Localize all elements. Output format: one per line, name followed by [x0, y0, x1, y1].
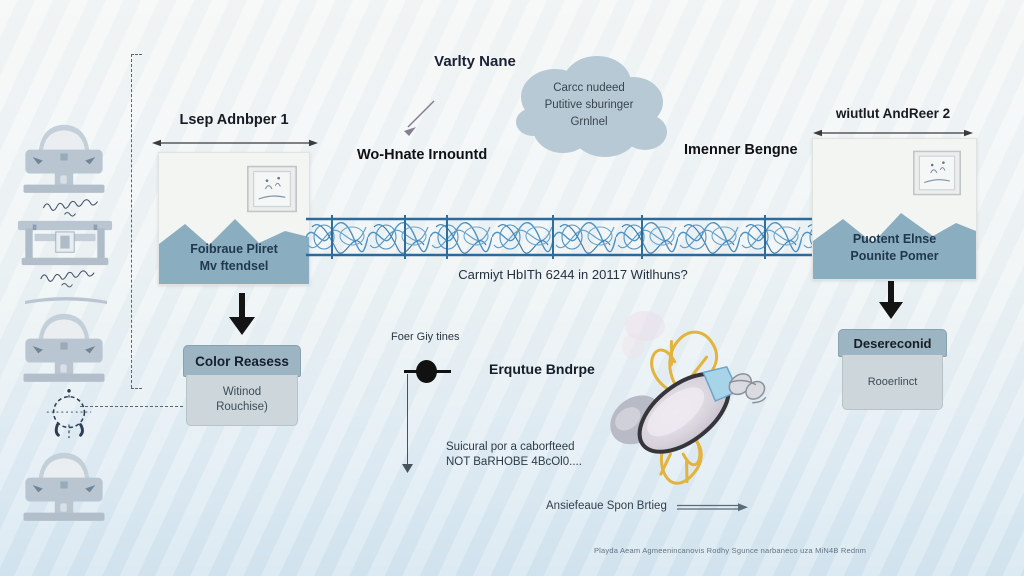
- span-arrow-left: [152, 139, 318, 147]
- cloud-line: Putitive sburinger: [544, 99, 634, 111]
- note-line: Suicural por a caborfteed: [446, 441, 575, 453]
- handwriting-icon: [40, 197, 100, 219]
- framed-sketch-icon: [913, 149, 961, 197]
- timeline-label: Foer Giy tines: [391, 331, 460, 343]
- car-front-icon: [18, 447, 110, 523]
- adapter-right-title: wiutlut AndReer 2: [835, 106, 951, 121]
- adapter-left-title: Lsep Adnbper 1: [179, 112, 289, 128]
- mountain-banner: [813, 213, 976, 279]
- note-line: NOT BaRHOBE 4BcOl0....: [446, 456, 582, 468]
- flow-left-body: Witinod Rouchise): [186, 375, 298, 426]
- timeline-marker-dot: [416, 360, 437, 383]
- mountain-banner: [159, 219, 309, 284]
- timeline-arrowhead-icon: [402, 464, 413, 473]
- adapter-right-banner-text: Puotent Elnse Pounite Pomer: [813, 231, 976, 265]
- adapter-right-side-label: Imenner Bengne: [684, 142, 798, 158]
- framed-sketch-icon: [247, 165, 297, 213]
- flow-left-header-label: Color Reasess: [195, 353, 289, 369]
- banner-line: Foibraue Pliret: [190, 242, 278, 256]
- footer-caption: Playda Aeam Agmeenincanovis Rodhy Sgunce…: [593, 546, 867, 555]
- flow-right-header-label: Desereconid: [853, 335, 932, 351]
- top-subtitle: Wo-Hnate Irnountd: [357, 147, 488, 163]
- flow-left-body-line: Rouchise): [216, 401, 268, 413]
- timeline-vertical-line: [407, 374, 408, 466]
- cloud-icon: [516, 56, 667, 157]
- flow-right-body-line: Rooerlinct: [867, 376, 918, 388]
- down-arrow-icon: [879, 281, 903, 319]
- dashed-connector: [80, 406, 183, 407]
- banner-line: Puotent Elnse: [852, 232, 937, 246]
- pointer-arrow-icon: [404, 100, 435, 136]
- adapter-left-box: Foibraue Pliret Mv ftendsel: [158, 152, 310, 285]
- flow-left-header: Color Reasess: [183, 345, 301, 377]
- cloud-text: Carcc nudeed Putitive sburinger Grnlnel: [505, 80, 673, 131]
- cloud-line: Grnlnel: [570, 116, 608, 128]
- bottom-arrow-label: Ansiefeaue Spon Brtieg: [546, 500, 667, 512]
- dashed-guide-vertical: [131, 54, 132, 388]
- crosshair-target-icon: [46, 388, 92, 439]
- banner-line: Pounite Pomer: [850, 249, 939, 263]
- tangled-strand: [306, 215, 814, 259]
- dashed-guide-bottom-corner: [131, 388, 142, 389]
- cloud-shape: Carcc nudeed Putitive sburinger Grnlnel: [505, 50, 673, 170]
- banner-line: Mv ftendsel: [199, 259, 269, 273]
- long-right-arrow-icon: [677, 503, 748, 512]
- strand-question: Carmiyt HbITh 6244 in 20117 Witlhuns?: [458, 267, 688, 282]
- timeline-title: Erqutue Bndrpe: [489, 361, 595, 377]
- cloud-line: Carcc nudeed: [553, 82, 625, 94]
- car-front-icon: [18, 309, 110, 383]
- car-front-icon: [18, 120, 110, 194]
- adapter-left-banner-text: Foibraue Pliret Mv ftendsel: [159, 241, 309, 275]
- press-machine-icon: [17, 220, 113, 266]
- bumper-bar-icon: [25, 297, 107, 304]
- down-arrow-icon: [229, 293, 255, 335]
- dashed-guide-top-corner: [131, 54, 142, 55]
- handwriting-icon: [38, 268, 96, 290]
- timeline-note: Suicural por a caborfteed NOT BaRHOBE 4B…: [446, 440, 626, 470]
- variety-label: Varlty Nane: [434, 53, 516, 70]
- flow-right-header: Desereconid: [838, 329, 947, 357]
- span-arrow-right: [813, 129, 973, 137]
- adapter-right-box: Puotent Elnse Pounite Pomer: [812, 138, 977, 280]
- bee-lightbulb-illustration: [610, 311, 767, 485]
- flow-left-body-line: Witinod: [222, 386, 262, 398]
- flow-right-body: Rooerlinct: [842, 355, 943, 410]
